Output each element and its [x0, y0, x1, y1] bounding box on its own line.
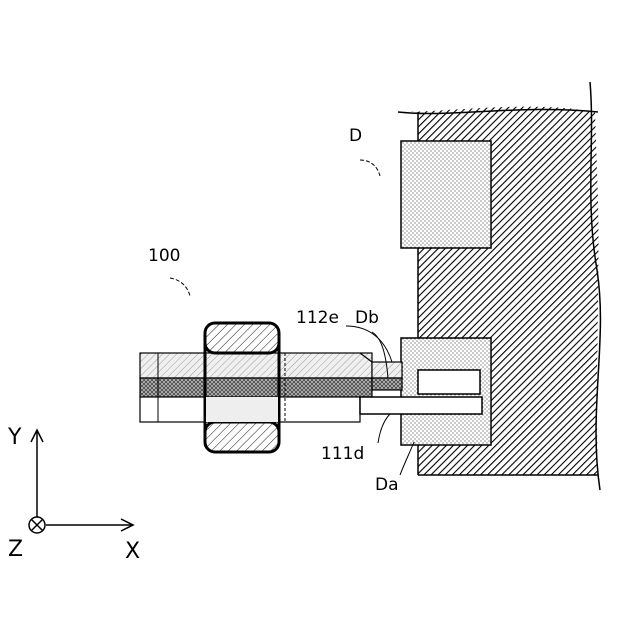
axis-label-z: Z [8, 537, 23, 562]
label-111d: 111d [321, 444, 364, 464]
inner-slot [418, 370, 480, 394]
leader-d [360, 160, 380, 176]
leader-111d [378, 414, 390, 443]
nut-bottom [205, 422, 279, 452]
top-layer [140, 353, 372, 378]
label-112e: 112e [296, 308, 339, 328]
upper-dotted-block [401, 141, 491, 248]
connector-db [372, 378, 402, 390]
nut-top [205, 323, 279, 353]
label-da: Da [375, 475, 399, 495]
plate-111d [360, 397, 482, 414]
label-100: 100 [148, 246, 180, 266]
leader-da [400, 442, 414, 475]
axis-label-y: Y [7, 425, 22, 450]
leader-100 [170, 278, 190, 296]
axis-label-x: X [125, 539, 140, 564]
nut-through-section [206, 397, 278, 422]
middle-layer [140, 378, 372, 397]
z-axis-into-page-icon [29, 517, 45, 533]
label-d: D [349, 126, 362, 146]
label-db: Db [355, 308, 379, 328]
